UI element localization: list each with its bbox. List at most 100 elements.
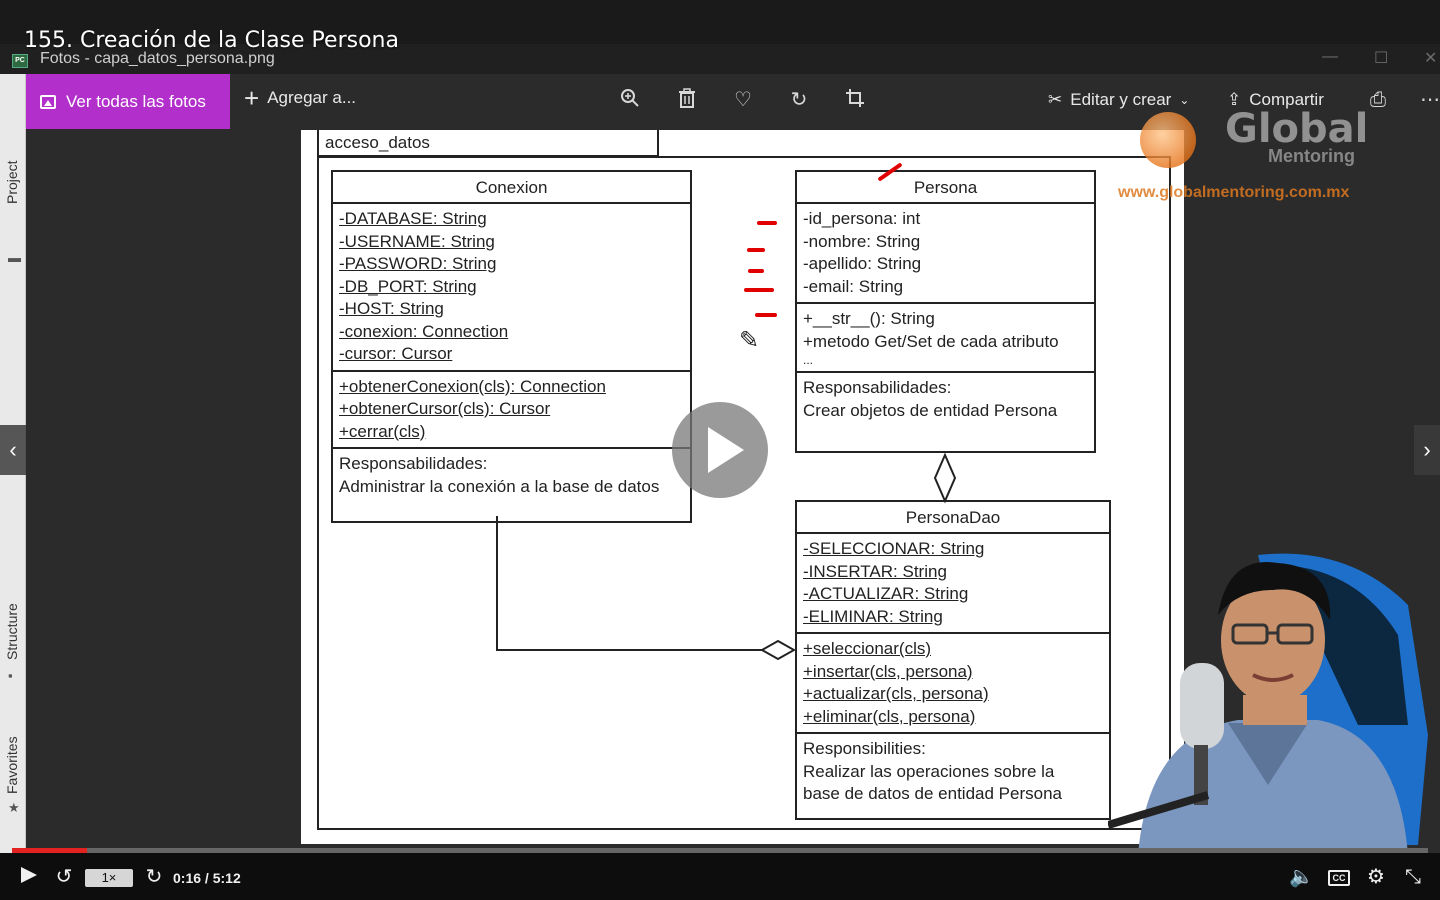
attribute: -USERNAME: String: [339, 231, 495, 251]
progress-bar[interactable]: [12, 848, 1428, 853]
edit-create-label: Editar y crear: [1070, 90, 1172, 109]
annotation-mark: [748, 269, 764, 273]
class-attributes: -SELECCIONAR: String -INSERTAR: String -…: [797, 534, 1109, 634]
more-icon[interactable]: ⋯: [1420, 89, 1440, 111]
class-name: Conexion: [333, 172, 690, 204]
close-icon[interactable]: ✕: [1424, 50, 1438, 67]
responsibilities-text: base de datos de entidad Persona: [803, 784, 1062, 803]
folder-icon: ▬: [8, 250, 21, 265]
annotation-mark: [744, 288, 774, 292]
class-persona: Persona -id_persona: int -nombre: String…: [795, 170, 1096, 453]
aggregation-diamond: [933, 452, 957, 504]
attribute: -nombre: String: [803, 231, 921, 251]
rewind-icon[interactable]: ↺: [55, 866, 73, 888]
responsibilities-text: Crear objetos de entidad Persona: [803, 400, 1058, 420]
presenter-webcam: [1106, 545, 1440, 855]
class-conexion: Conexion -DATABASE: String -USERNAME: St…: [331, 170, 692, 523]
class-attributes: -DATABASE: String -USERNAME: String -PAS…: [333, 204, 690, 372]
time-separator: /: [204, 870, 209, 886]
method: +__str__(): String: [803, 309, 935, 328]
window-titlebar: PC Fotos - capa_datos_persona.png — ☐ ✕: [0, 44, 1440, 74]
ide-tab-favorites[interactable]: Favorites: [4, 736, 20, 794]
duration: 5:12: [212, 870, 241, 886]
crop-icon[interactable]: [843, 88, 867, 112]
class-responsibilities: Responsibilities: Realizar las operacion…: [797, 734, 1109, 818]
minimize-icon[interactable]: —: [1322, 48, 1338, 65]
aggregation-diamond: [759, 639, 797, 661]
volume-icon[interactable]: 🔈: [1289, 866, 1314, 888]
annotation-mark: [747, 248, 765, 252]
pencil-icon: ✎: [739, 327, 760, 354]
time-display: 0:16 / 5:12: [173, 870, 241, 886]
play-icon[interactable]: [16, 865, 40, 889]
zoom-in-icon[interactable]: [618, 88, 642, 112]
view-all-photos-label: Ver todas las fotos: [66, 91, 206, 111]
app-icon: PC: [12, 54, 28, 68]
method: +seleccionar(cls): [803, 639, 932, 658]
next-photo-button[interactable]: ›: [1414, 425, 1440, 475]
uml-connectors: [496, 452, 957, 661]
uml-diagram: acceso_datos Conexion -DATABASE: String …: [301, 130, 1184, 844]
captions-icon[interactable]: CC: [1328, 870, 1350, 886]
favorite-icon[interactable]: ♡: [734, 89, 752, 111]
ide-tab-structure[interactable]: Structure: [4, 603, 20, 660]
video-title: 155. Creación de la Clase Persona: [24, 28, 399, 53]
attribute: -conexion: Connection: [339, 321, 509, 341]
add-to-label: Agregar a...: [267, 88, 357, 107]
attribute: -HOST: String: [339, 299, 444, 318]
photos-toolbar: Ver todas las fotos + Agregar a... ♡ ↻ ✂…: [26, 74, 1440, 130]
class-methods: +obtenerConexion(cls): Connection +obten…: [333, 372, 690, 449]
class-personadao: PersonaDao -SELECCIONAR: String -INSERTA…: [795, 500, 1111, 820]
method: +eliminar(cls, persona): [803, 706, 976, 726]
package-frame: [317, 156, 1171, 830]
attribute: -PASSWORD: String: [339, 254, 497, 273]
forward-icon[interactable]: ↻: [145, 866, 163, 888]
share-button[interactable]: ⇪ Compartir: [1227, 90, 1324, 110]
progress-fill: [12, 848, 88, 853]
exit-fullscreen-icon[interactable]: ⤡: [1405, 866, 1421, 888]
association-line: [496, 516, 762, 651]
attribute: -DB_PORT: String: [339, 276, 477, 296]
method: +actualizar(cls, persona): [803, 684, 989, 703]
method: +metodo Get/Set de cada atributo: [803, 331, 1059, 351]
class-responsibilities: Responsabilidades: Administrar la conexi…: [333, 449, 690, 521]
current-time: 0:16: [173, 870, 202, 886]
print-icon[interactable]: ⎙: [1370, 89, 1386, 111]
class-responsibilities: Responsabilidades: Crear objetos de enti…: [797, 373, 1094, 451]
attribute: -cursor: Cursor: [339, 344, 453, 363]
responsibilities-text: Realizar las operaciones sobre la: [803, 761, 1055, 781]
view-all-photos-button[interactable]: Ver todas las fotos: [26, 74, 230, 129]
class-attributes: -id_persona: int -nombre: String -apelli…: [797, 204, 1094, 304]
playback-speed-button[interactable]: 1×: [85, 869, 133, 887]
attribute: -ELIMINAR: String: [803, 606, 943, 626]
star-icon: ★: [8, 800, 20, 815]
annotation-mark: [755, 313, 777, 317]
method: +insertar(cls, persona): [803, 661, 973, 681]
structure-icon: ▪: [8, 668, 13, 683]
annotation-mark: [757, 221, 777, 225]
add-to-button[interactable]: + Agregar a...: [244, 85, 357, 111]
method: +obtenerCursor(cls): Cursor: [339, 399, 551, 418]
settings-icon[interactable]: ⚙: [1367, 866, 1385, 888]
class-methods: +__str__(): String +metodo Get/Set de ca…: [797, 304, 1094, 373]
attribute: -INSERTAR: String: [803, 561, 947, 581]
previous-photo-button[interactable]: ‹: [0, 425, 26, 475]
big-play-button[interactable]: [672, 402, 768, 498]
class-methods: +seleccionar(cls) +insertar(cls, persona…: [797, 634, 1109, 734]
method: +cerrar(cls): [339, 421, 426, 441]
maximize-icon[interactable]: ☐: [1374, 50, 1389, 67]
edit-icon: ✂: [1048, 90, 1063, 109]
method: +obtenerConexion(cls): Connection: [339, 376, 606, 396]
responsibilities-title: Responsabilidades:: [339, 454, 488, 473]
attribute: -id_persona: int: [803, 209, 921, 228]
delete-icon[interactable]: [675, 88, 699, 112]
attribute: -ACTUALIZAR: String: [803, 584, 969, 603]
attribute: -email: String: [803, 276, 904, 296]
photo-viewer: acceso_datos Conexion -DATABASE: String …: [26, 130, 1440, 856]
attribute: -DATABASE: String: [339, 209, 487, 228]
edit-create-button[interactable]: ✂ Editar y crear ⌄: [1048, 90, 1189, 110]
responsibilities-title: Responsibilities:: [803, 739, 926, 758]
ide-tab-project[interactable]: Project: [4, 160, 20, 204]
rotate-icon[interactable]: ↻: [790, 89, 808, 111]
share-icon: ⇪: [1227, 90, 1242, 109]
